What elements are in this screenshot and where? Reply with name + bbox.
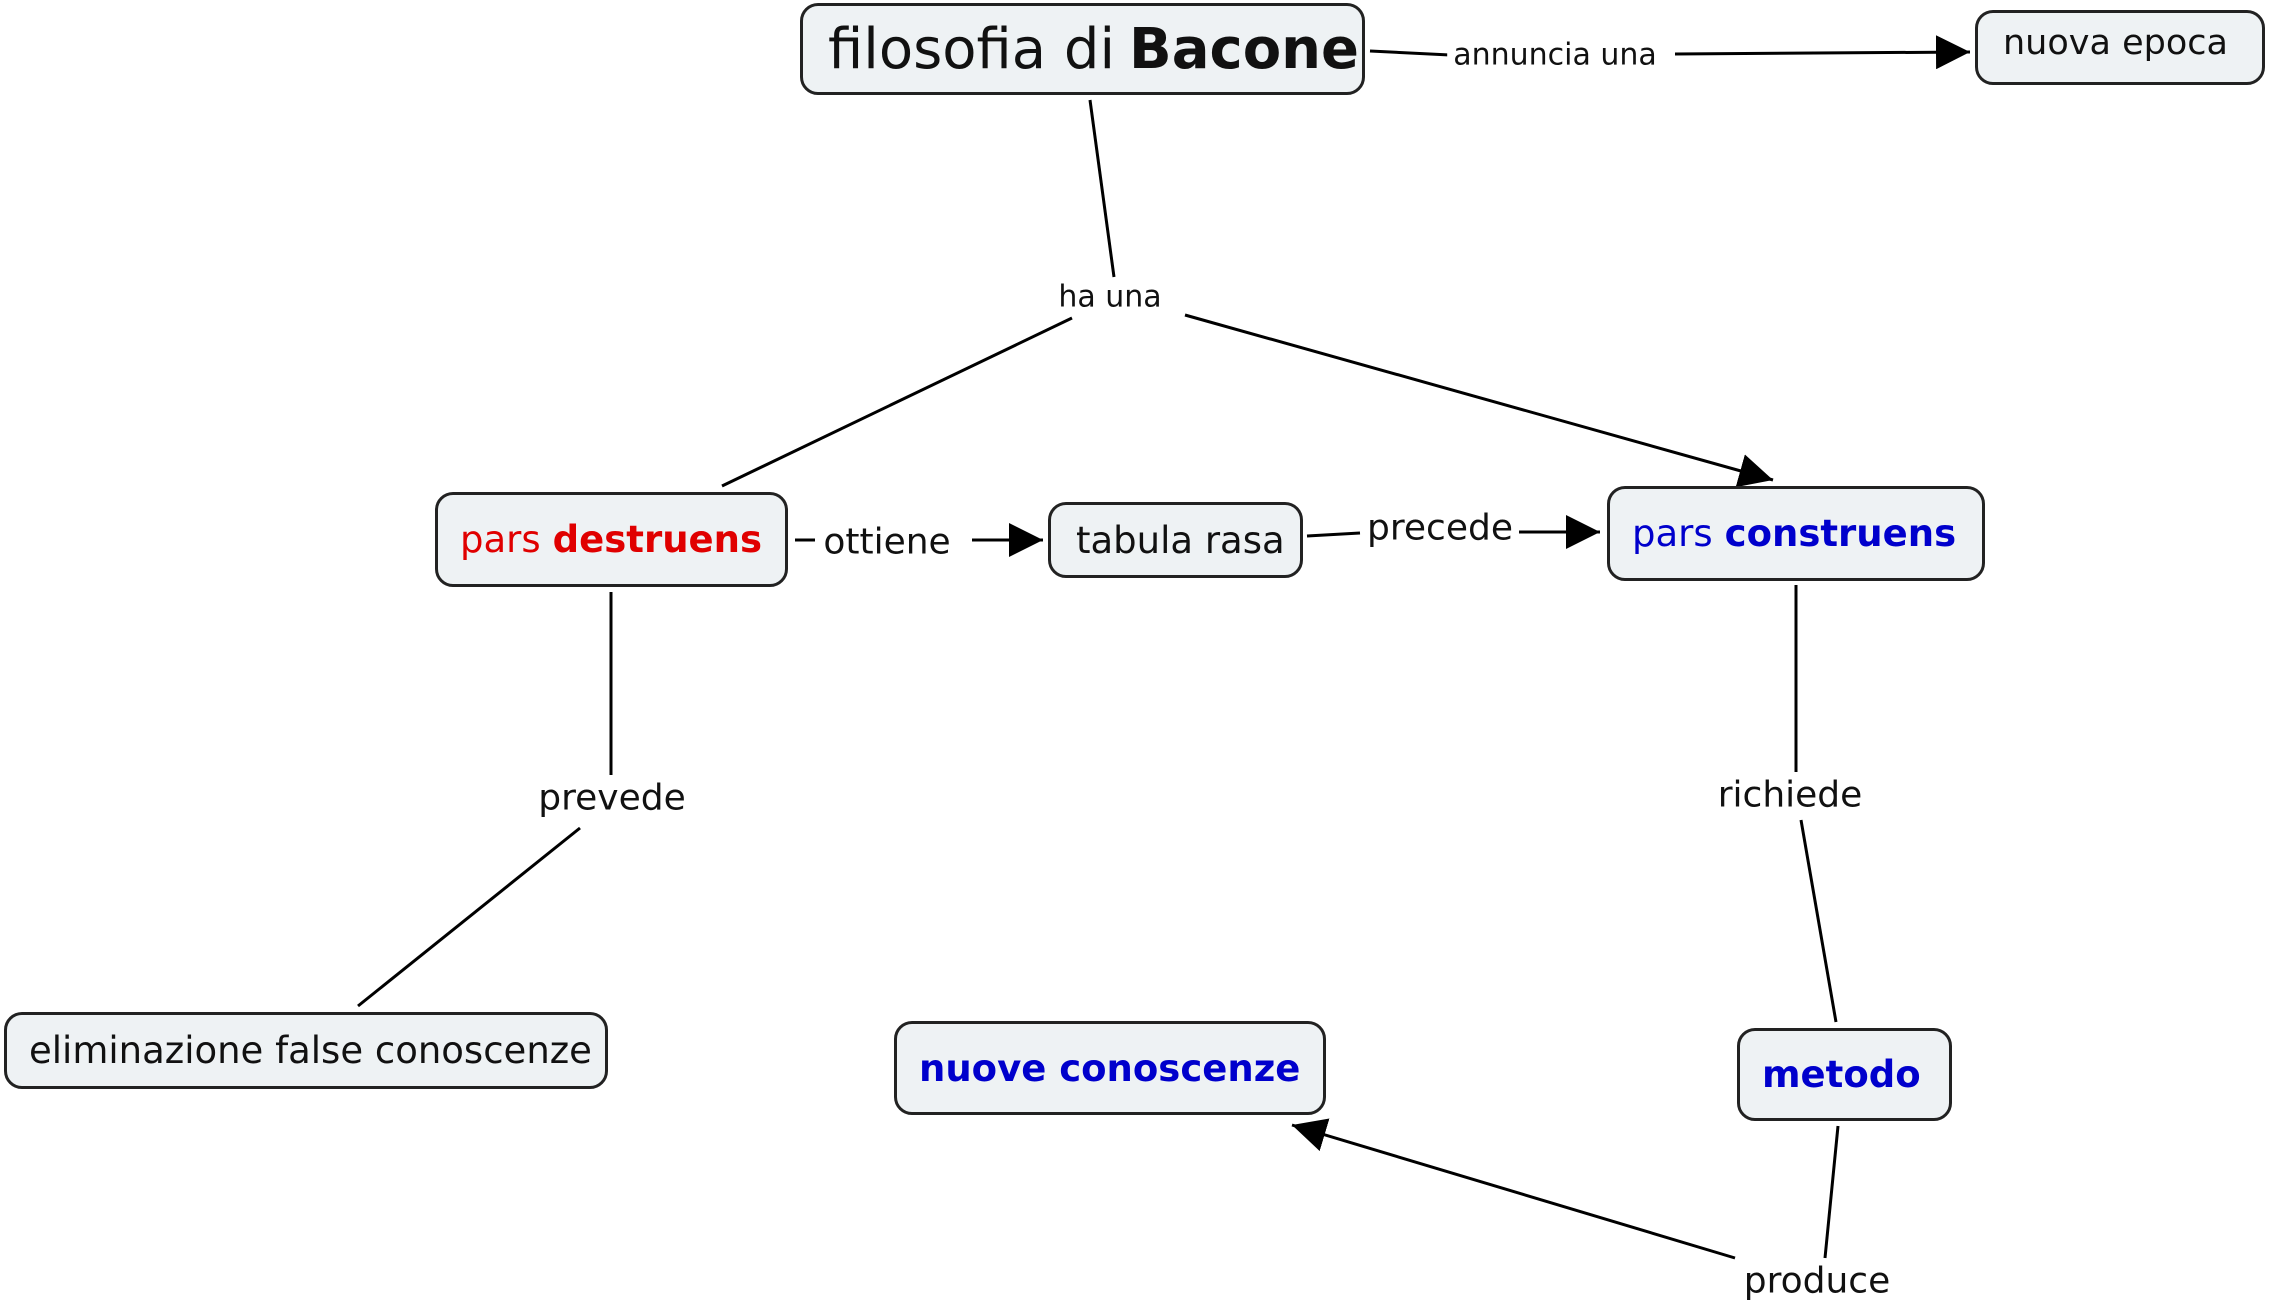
node-pars-destruens-pre: pars — [460, 518, 541, 561]
link-label-richiede: richiede — [1711, 772, 1869, 818]
node-tabula-rasa[interactable]: tabula rasa — [1048, 502, 1303, 578]
edge-ha-una-destruens — [721, 316, 1073, 488]
node-nuove-conoscenze-text: nuove conoscenze — [919, 1046, 1301, 1090]
node-tabula-rasa-text: tabula rasa — [1076, 518, 1285, 562]
link-label-ottiene: ottiene — [817, 519, 957, 565]
node-pars-construens-pre: pars — [1632, 512, 1713, 555]
link-label-produce: produce — [1737, 1258, 1897, 1304]
node-destruens-text: destruens — [552, 518, 762, 561]
edge-annuncia-nuova-epoca — [1674, 35, 1971, 70]
edge-produce-nuove — [1291, 1118, 1736, 1260]
node-bacone-text: Bacone — [1129, 16, 1360, 82]
node-filosofia-text: filosofia di — [828, 16, 1116, 82]
node-metodo[interactable]: metodo — [1737, 1028, 1952, 1121]
edge-root-annuncia — [1369, 49, 1451, 57]
node-metodo-text: metodo — [1762, 1053, 1921, 1096]
edge-root-ha-una — [1088, 99, 1116, 278]
node-nuova-epoca[interactable]: nuova epoca — [1975, 10, 2265, 85]
node-nuova-epoca-text: nuova epoca — [2003, 23, 2228, 63]
edge-richiede-metodo — [1799, 819, 1838, 1023]
node-construens-text: construens — [1724, 512, 1957, 555]
node-pars-destruens[interactable]: pars destruens — [435, 492, 788, 587]
link-label-precede: precede — [1361, 505, 1519, 551]
edge-tabula-precede — [1306, 531, 1361, 538]
node-eliminazione-text: eliminazione false conoscenze — [29, 1029, 592, 1072]
node-filosofia-di-bacone[interactable]: filosofia di Bacone — [800, 3, 1365, 95]
link-label-ha-una: ha una — [1052, 277, 1168, 317]
node-nuove-conoscenze[interactable]: nuove conoscenze — [894, 1021, 1326, 1115]
edge-metodo-produce — [1823, 1125, 1840, 1259]
edge-ha-una-construens — [1184, 313, 1774, 488]
link-label-annuncia-una: annuncia una — [1447, 35, 1663, 75]
node-pars-construens[interactable]: pars construens — [1607, 486, 1985, 581]
link-label-prevede: prevede — [532, 775, 692, 821]
edge-prevede-eliminazione — [357, 826, 581, 1008]
node-eliminazione-false-conoscenze[interactable]: eliminazione false conoscenze — [4, 1012, 608, 1089]
